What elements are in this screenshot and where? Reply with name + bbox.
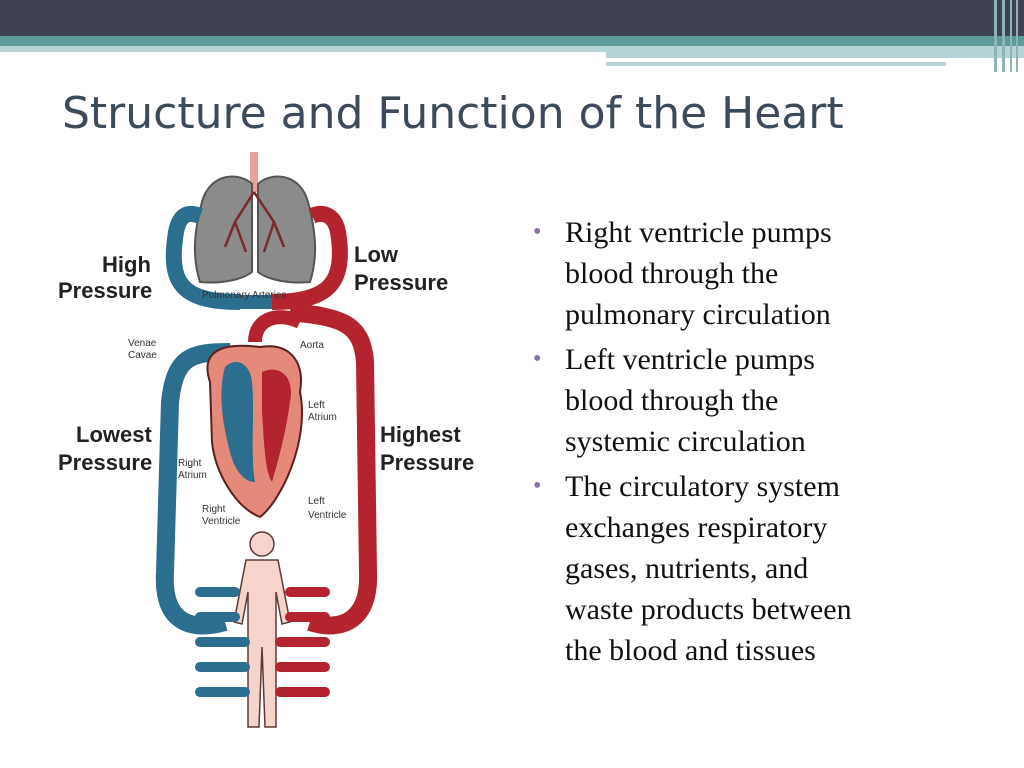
bullet-line: gases, nutrients, and xyxy=(565,552,809,585)
label-right-atrium-1: Right xyxy=(178,458,202,469)
bullet-item: • Left ventricle pumps blood through the… xyxy=(533,339,973,462)
heart-icon xyxy=(206,310,304,519)
label-low-2: Pressure xyxy=(354,270,448,295)
label-pulmonary-arteries: Pulmonary Arteries xyxy=(202,290,286,301)
bullet-line: exchanges respiratory xyxy=(565,511,828,544)
bullet-line: the blood and tissues xyxy=(565,634,816,667)
slide-title: Structure and Function of the Heart xyxy=(62,88,844,139)
lungs-icon xyxy=(193,152,317,284)
circulation-diagram: Pulmonary Arteries Aorta Venae Cavae Lef… xyxy=(58,152,474,728)
label-left-atrium-1: Left xyxy=(308,400,325,411)
capillary-icon xyxy=(195,587,330,697)
header-banner xyxy=(0,0,1024,72)
bullet-line: blood through the xyxy=(565,384,779,417)
label-left-atrium-2: Atrium xyxy=(308,412,337,423)
label-right-ventricle-1: Right xyxy=(202,504,226,515)
label-aorta: Aorta xyxy=(300,340,324,351)
label-lowest-2: Pressure xyxy=(58,450,152,475)
bullet-dot-icon: • xyxy=(533,473,542,499)
label-lowest-1: Lowest xyxy=(76,422,152,447)
label-high-2: Pressure xyxy=(58,278,152,303)
label-left-ventricle-2: Ventricle xyxy=(308,510,347,521)
label-left-ventricle-1: Left xyxy=(308,496,325,507)
bullet-item: • The circulatory system exchanges respi… xyxy=(533,466,973,671)
bullet-line: Left ventricle pumps xyxy=(565,343,815,376)
human-body-icon xyxy=(233,531,291,728)
bullet-item: • Right ventricle pumps blood through th… xyxy=(533,212,973,335)
label-low-1: Low xyxy=(354,242,399,267)
bullet-list: • Right ventricle pumps blood through th… xyxy=(533,212,973,675)
label-cavae-2: Cavae xyxy=(128,350,157,361)
label-highest-1: Highest xyxy=(380,422,461,447)
bullet-dot-icon: • xyxy=(533,219,542,245)
bullet-line: systemic circulation xyxy=(565,425,806,458)
label-high-1: High xyxy=(102,252,151,277)
bullet-line: waste products between xyxy=(565,593,852,626)
bullet-line: blood through the xyxy=(565,257,779,290)
bullet-line: Right ventricle pumps xyxy=(565,216,832,249)
bullet-line: The circulatory system xyxy=(565,470,840,503)
label-highest-2: Pressure xyxy=(380,450,474,475)
label-right-ventricle-2: Ventricle xyxy=(202,516,241,527)
bullet-line: pulmonary circulation xyxy=(565,298,831,331)
label-right-atrium-2: Atrium xyxy=(178,470,207,481)
label-venae-1: Venae xyxy=(128,338,157,349)
bullet-dot-icon: • xyxy=(533,346,542,372)
